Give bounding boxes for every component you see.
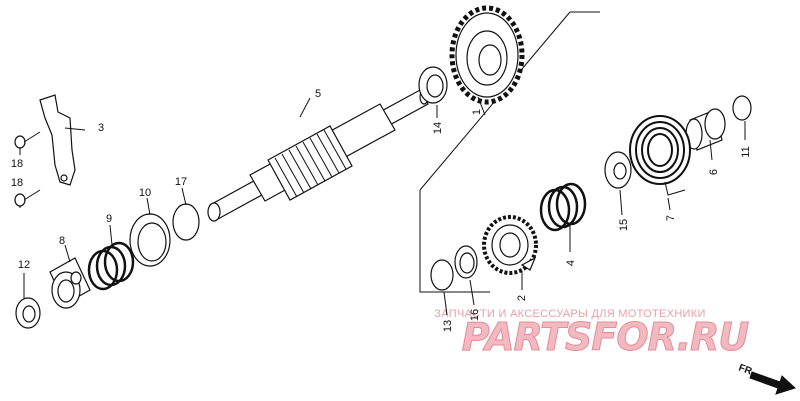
kickstarter-ratchet (482, 215, 538, 275)
kickstarter-pinion (49, 257, 91, 309)
callout-12: 12 (18, 259, 30, 271)
spindle-washer (129, 213, 171, 267)
bolt-lower (14, 189, 41, 207)
callout-13: 13 (442, 320, 454, 332)
front-direction-arrow: FR. (737, 362, 796, 395)
spring-washer (604, 151, 632, 189)
callout-1: 1 (471, 109, 483, 115)
callout-5: 5 (315, 88, 321, 100)
callout-4: 4 (565, 260, 577, 266)
ratchet-spring (539, 182, 587, 232)
bolt-upper (14, 131, 41, 149)
callout-14: 14 (432, 122, 444, 134)
leader-lines (19, 96, 746, 316)
stopper-plate (39, 94, 76, 186)
callout-16: 16 (469, 309, 481, 321)
callout-8: 8 (59, 235, 65, 247)
circlip-lower (430, 259, 454, 291)
ratchet-washer (454, 245, 478, 279)
callout-labels: 1 2 3 4 5 6 7 8 9 10 11 12 13 14 15 16 1… (11, 88, 752, 332)
callout-9: 9 (106, 213, 112, 225)
callout-18-upper: 18 (11, 158, 23, 170)
callout-11: 11 (740, 146, 752, 157)
watermark-logo: PARTSFOR.RU (462, 315, 750, 359)
callout-2: 2 (516, 295, 528, 301)
callout-10: 10 (139, 187, 151, 199)
pinion-washer (15, 297, 41, 329)
circlip-shaft (172, 203, 200, 241)
spindle-spring (87, 241, 135, 291)
thrust-washer (418, 66, 448, 104)
callout-17: 17 (175, 176, 187, 188)
circlip-right (732, 95, 752, 121)
arrow-icon (749, 371, 796, 395)
main-shaft (207, 89, 429, 222)
callout-6: 6 (708, 169, 720, 175)
callout-3: 3 (98, 122, 104, 134)
assembly-frame-line (419, 190, 490, 293)
return-spring (629, 115, 691, 196)
large-gear (449, 5, 525, 105)
spring-collar (685, 108, 726, 151)
callout-15: 15 (618, 219, 630, 231)
watermark-tagline: ЗАПЧАСТИ И АКСЕССУАРЫ ДЛЯ МОТОТЕХНИКИ (434, 308, 705, 320)
callout-7: 7 (665, 215, 677, 221)
callout-18-lower: 18 (11, 177, 23, 189)
